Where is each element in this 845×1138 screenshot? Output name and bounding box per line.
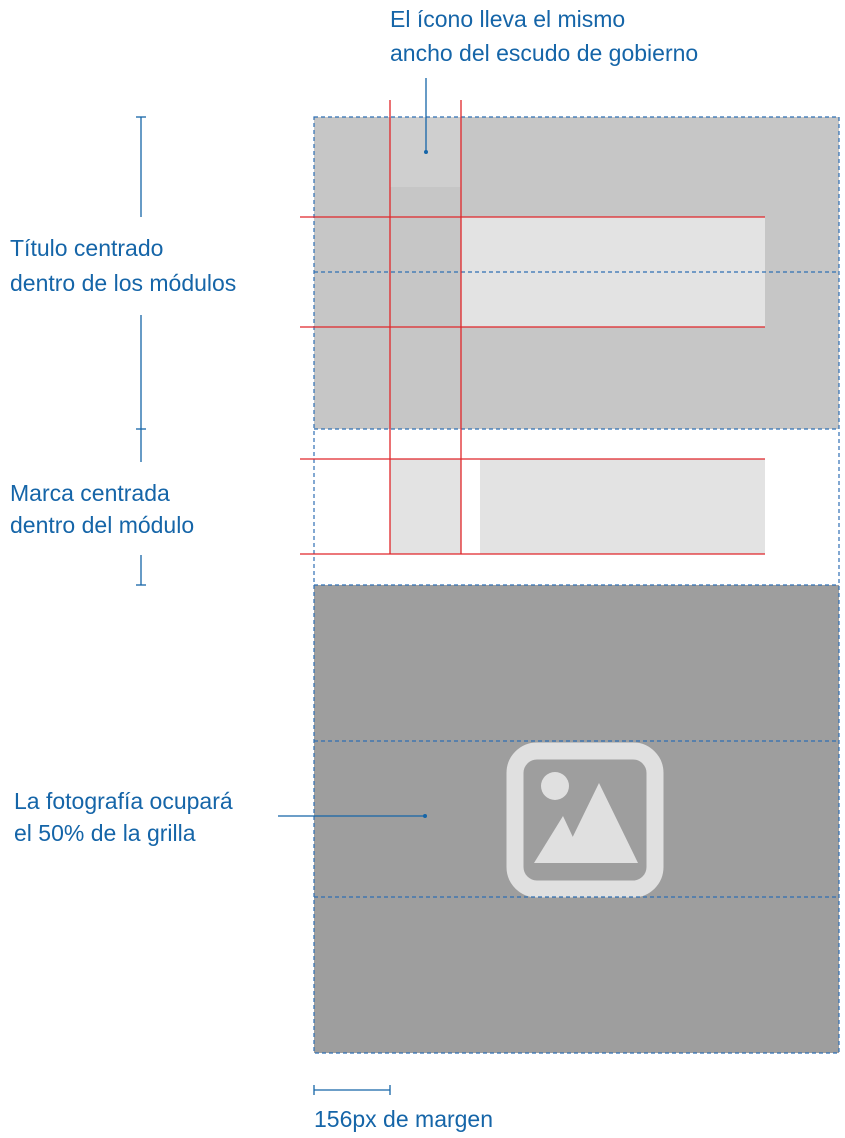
brand-note-line-2: dentro del módulo [10, 512, 195, 538]
brand-text-placeholder [480, 459, 765, 554]
brand-note-line-1: Marca centrada [10, 480, 170, 506]
margin-note: 156px de margen [314, 1106, 494, 1132]
image-placeholder-icon [506, 742, 664, 898]
callouts [136, 78, 428, 1095]
icon-note-line-2: ancho del escudo de gobierno [390, 40, 699, 66]
photo-block [314, 585, 839, 1053]
red-guides [300, 100, 765, 555]
photo-note-line-2: el 50% de la grilla [14, 820, 196, 846]
blue-dashed-grid [313, 116, 840, 1054]
photo-note-line-1: La fotografía ocupará [14, 788, 233, 814]
title-note-line-1: Título centrado [10, 235, 164, 261]
brand-shield-placeholder [390, 459, 461, 554]
title-note-line-2: dentro de los módulos [10, 270, 237, 296]
icon-note-line-1: El ícono lleva el mismo [390, 6, 626, 32]
